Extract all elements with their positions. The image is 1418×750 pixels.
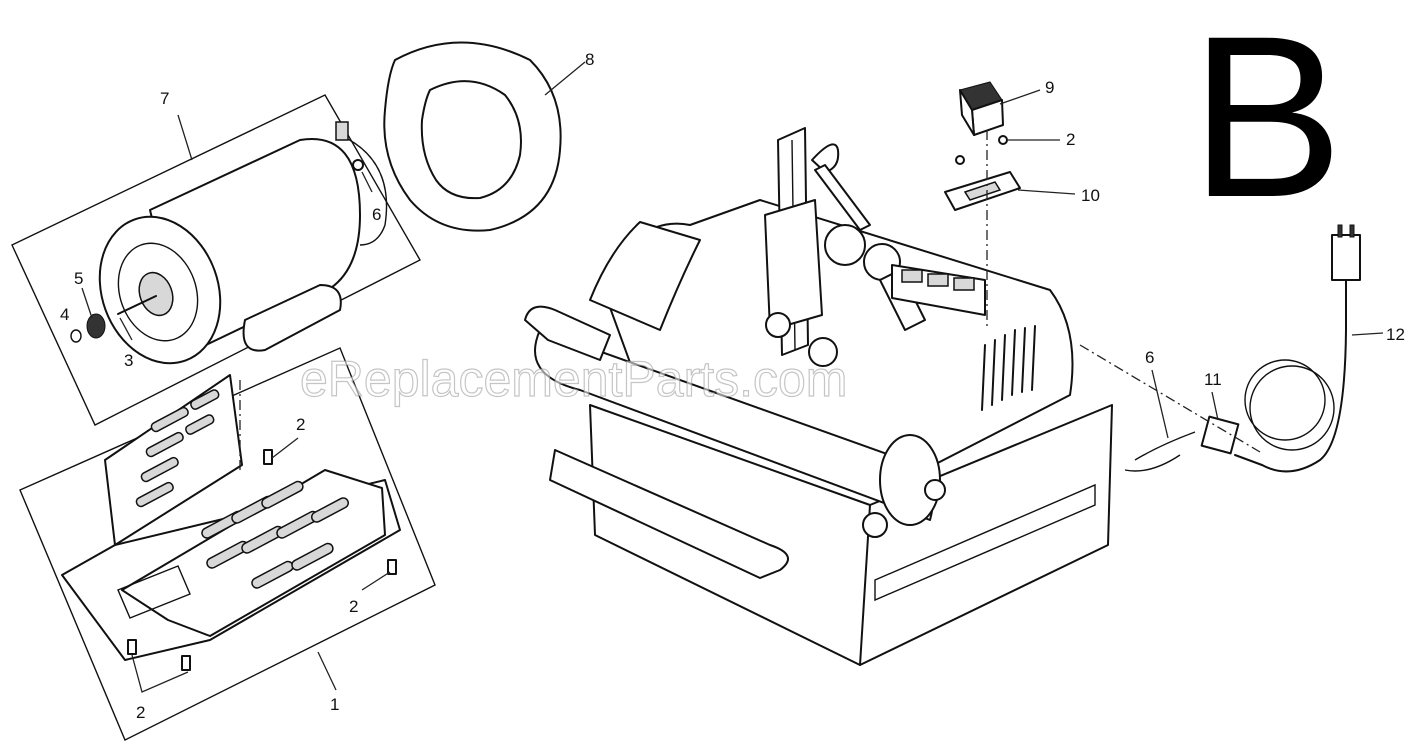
strain-relief <box>1124 415 1240 472</box>
washer <box>70 329 82 343</box>
callout-8: 8 <box>585 50 594 69</box>
callout-2-switch: 2 <box>1066 130 1075 149</box>
motor-wire-connector <box>335 121 349 141</box>
callout-1: 1 <box>330 695 339 714</box>
callout-2-guard-right: 2 <box>349 597 358 616</box>
cutter-carriage <box>764 199 823 331</box>
callout-3: 3 <box>124 351 133 370</box>
housing-vents <box>981 325 1036 411</box>
bracket-screw <box>955 155 965 165</box>
section-letter: B <box>1190 0 1343 245</box>
feed-handle-arm <box>814 164 871 231</box>
callout-9: 9 <box>1045 78 1054 97</box>
guard-screw <box>127 639 137 655</box>
guard-screw <box>181 655 191 671</box>
callout-10: 10 <box>1081 186 1100 205</box>
motor-group-box <box>11 94 421 426</box>
callout-5: 5 <box>74 269 83 288</box>
drive-belt <box>383 41 562 232</box>
machine-assembly <box>524 127 1113 666</box>
front-rail-left <box>524 305 611 361</box>
motor-wire <box>339 134 388 246</box>
callout-2-guard-top: 2 <box>296 415 305 434</box>
callout-11: 11 <box>1204 370 1222 389</box>
callout-7: 7 <box>160 89 169 108</box>
guard-screw <box>263 449 273 465</box>
callout-2-guard-bottom: 2 <box>136 703 145 722</box>
watermark-text: eReplacementParts.com <box>300 351 847 407</box>
bracket-screw <box>998 135 1008 145</box>
power-cord <box>1234 224 1361 473</box>
cutter-knob <box>824 224 866 266</box>
motor-screw <box>352 159 364 171</box>
callout-6-cord: 6 <box>1145 348 1154 367</box>
belt-guard-group <box>19 347 436 741</box>
lower-handle-rail <box>549 449 789 579</box>
motor-capacitor <box>242 284 342 352</box>
guard-screw <box>387 559 397 575</box>
roller-drum-end <box>879 434 941 526</box>
rocker-switch <box>959 81 1004 136</box>
tub-panel-slot <box>874 483 1096 602</box>
callout-12: 12 <box>1386 325 1405 344</box>
drive-gear <box>86 313 106 339</box>
leader-lines <box>81 61 1384 693</box>
guard-label-plate <box>117 565 191 619</box>
callout-4: 4 <box>60 305 69 324</box>
callout-6-motor: 6 <box>372 205 381 224</box>
motor-assembly-group <box>11 94 421 426</box>
switch-bracket <box>944 171 1021 211</box>
